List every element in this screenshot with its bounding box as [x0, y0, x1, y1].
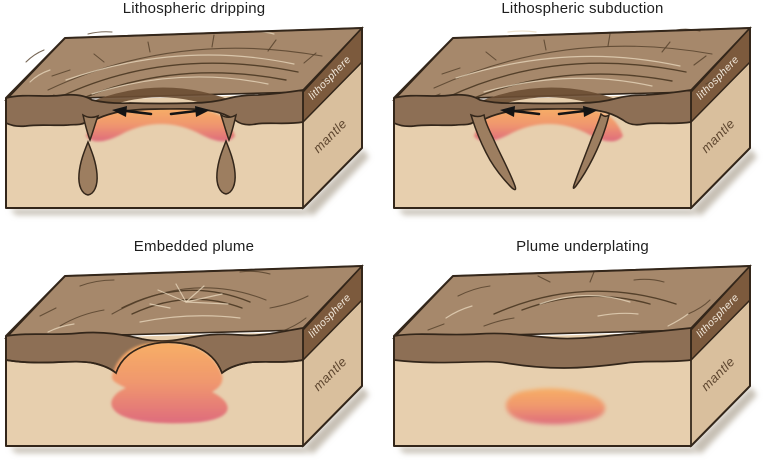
mantle-plume — [111, 342, 228, 424]
spreading-arrow-right-icon — [557, 109, 586, 116]
block-shadow — [10, 387, 369, 454]
block-shadow — [398, 387, 757, 454]
block-diagram-underplating: lithosphere mantle — [392, 264, 757, 454]
spreading-arrows — [112, 106, 210, 117]
lithosphere-bend-right — [219, 113, 238, 143]
top-face-cracks — [25, 30, 343, 111]
lithosphere-mantle-boundary — [5, 341, 304, 375]
block-right-edges — [302, 27, 363, 208]
top-face-cracks — [427, 271, 711, 331]
lithosphere-front-band — [393, 89, 692, 128]
block-outline — [393, 27, 751, 209]
panel-plume-underplating: Plume underplating lithosphere man — [388, 238, 777, 476]
lithosphere-bend-left — [81, 113, 100, 143]
block-diagram-subduction: lithosphere mantle — [392, 26, 757, 216]
panel-title: Lithospheric dripping — [122, 0, 266, 17]
block-diagram-embedded-plume: lithosphere mantle — [4, 264, 369, 454]
spreading-arrows — [500, 106, 598, 117]
top-face-cracks — [423, 28, 727, 111]
block-shadow — [398, 149, 757, 216]
block-shadow — [10, 149, 369, 216]
subducting-slab-left — [469, 113, 517, 191]
subducting-slab-right — [572, 112, 611, 189]
block-outline — [5, 27, 363, 209]
underplated-magma-pond — [505, 388, 606, 425]
block-right-edges — [690, 27, 751, 208]
panel-title: Plume underplating — [516, 238, 649, 255]
top-face-cracks — [39, 270, 309, 333]
block-outline — [5, 265, 363, 447]
block-right-edges — [690, 265, 751, 446]
spreading-arrow-left-icon — [124, 109, 153, 116]
spreading-arrow-left-icon — [512, 109, 541, 116]
panel-lithospheric-dripping: Lithospheric dripping — [0, 0, 388, 238]
block-outline — [393, 265, 751, 447]
drip-right — [216, 138, 236, 195]
panel-title: Lithospheric subduction — [501, 0, 664, 17]
block-right-edges — [302, 265, 363, 446]
lithosphere-front-band — [5, 89, 304, 128]
panel-embedded-plume: Embedded plume — [0, 238, 388, 476]
block-diagram-dripping: lithosphere mantle — [4, 26, 369, 216]
drip-left — [78, 139, 98, 196]
spreading-arrow-right-icon — [169, 109, 198, 116]
panel-title: Embedded plume — [133, 238, 255, 255]
panel-lithospheric-subduction: Lithospheric subduction — [388, 0, 777, 238]
